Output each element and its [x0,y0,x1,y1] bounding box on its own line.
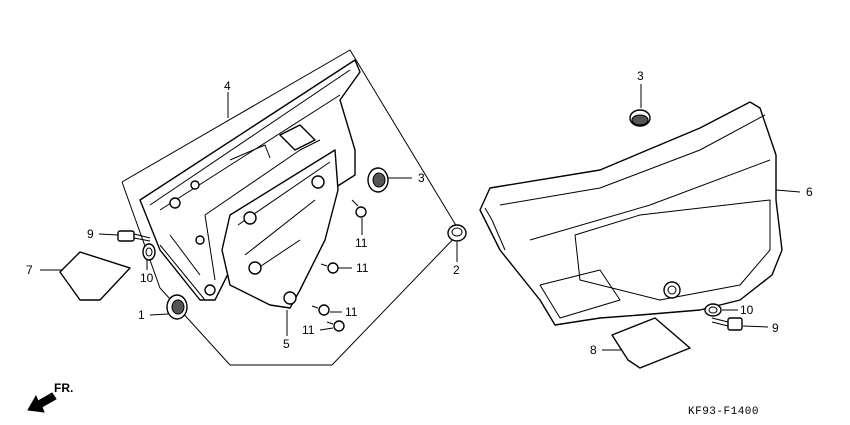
callout-10-left: 10 [140,271,154,285]
callout-11-a: 11 [355,236,368,250]
callout-4: 4 [224,79,231,93]
screw-11-b [320,262,339,274]
callout-1: 1 [138,308,145,322]
callout-7: 7 [26,263,33,277]
rubber-cap-2 [447,224,467,242]
bolt-9-right [711,317,743,331]
label-sheet-7 [59,251,131,301]
callout-9-left: 9 [87,227,94,241]
callout-10-right: 10 [740,303,754,317]
callout-5: 5 [283,337,290,351]
screw-11-a [351,199,367,218]
front-direction-arrow: FR. [27,381,73,413]
callout-3-right: 3 [637,69,644,83]
direction-label: FR. [54,381,73,395]
washer-10-right [704,303,722,317]
grommet-3-right [629,109,651,127]
bolt-9-left [117,230,151,242]
grommet-3-left [367,167,389,193]
left-side-cover [139,59,361,301]
screw-11-d [326,320,345,332]
callout-11-c: 11 [345,305,358,319]
callout-6: 6 [806,185,813,199]
leader-lines [40,84,801,351]
callout-11-b: 11 [356,261,369,275]
label-sheet-8 [611,317,691,369]
callout-2: 2 [453,263,460,277]
screw-11-c [311,304,330,316]
drawing-code: KF93-F1400 [688,406,759,418]
side-cover-bracket [221,149,339,309]
washer-10-left [142,243,156,261]
callout-3-left: 3 [418,171,425,185]
callout-8: 8 [590,343,597,357]
grommet-1 [166,294,188,320]
callout-9-right: 9 [772,321,779,335]
assembly-boundary [121,49,461,366]
callout-11-d: 11 [302,323,315,337]
right-side-cover [479,101,783,326]
